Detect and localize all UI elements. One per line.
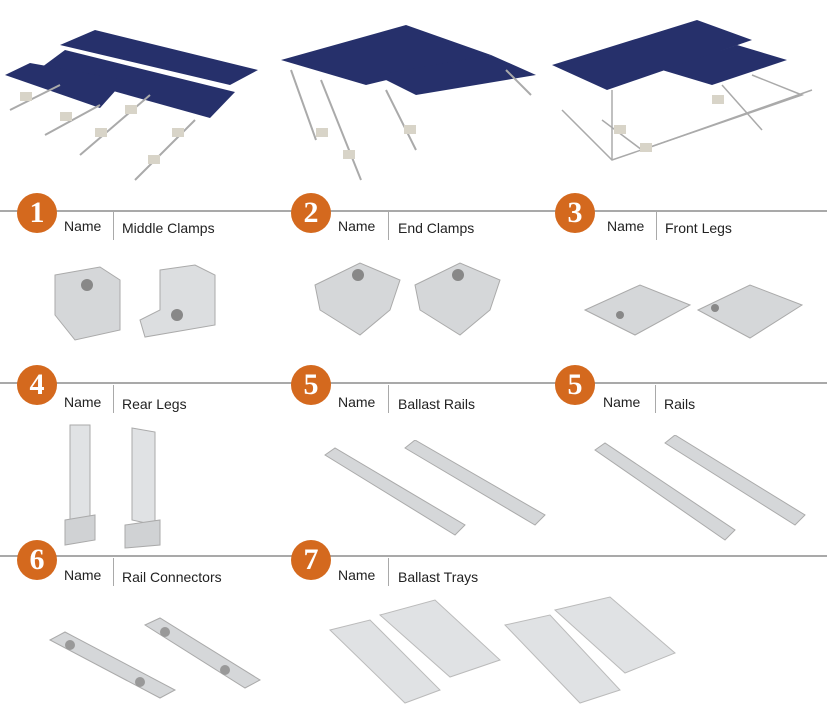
name-label: Name: [603, 394, 641, 410]
section-divider: [0, 210, 827, 212]
part-name: Ballast Rails: [398, 396, 476, 412]
solar-array-image-3: [552, 20, 813, 161]
part-number-badge: 6: [17, 540, 57, 580]
label-divider: [113, 385, 114, 413]
end-clamp-image: [314, 262, 501, 336]
part-name: End Clamps: [398, 220, 475, 236]
part-number-badge: 2: [291, 193, 331, 233]
label-divider: [113, 558, 114, 586]
rear-leg-image: [64, 424, 161, 549]
part-name: Rail Connectors: [122, 569, 222, 585]
ballast-tray-image: [329, 596, 676, 704]
label-divider: [113, 212, 114, 240]
part-number-badge: 5: [291, 365, 331, 405]
middle-clamp-image: [54, 264, 216, 341]
label-divider: [655, 385, 656, 413]
name-label: Name: [338, 218, 376, 234]
name-label: Name: [607, 218, 645, 234]
part-name: Middle Clamps: [122, 220, 215, 236]
name-label: Name: [338, 394, 376, 410]
front-leg-image: [583, 284, 804, 339]
label-divider: [656, 212, 657, 240]
part-number-badge: 7: [291, 540, 331, 580]
part-name: Rails: [664, 396, 696, 412]
name-label: Name: [64, 218, 102, 234]
part-number-badge: 5: [555, 365, 595, 405]
name-label: Name: [64, 394, 102, 410]
part-number-badge: 4: [17, 365, 57, 405]
part-number-badge: 1: [17, 193, 57, 233]
rail-image: [594, 435, 806, 541]
label-divider: [388, 212, 389, 240]
part-name: Ballast Trays: [398, 569, 479, 585]
solar-array-image-2: [281, 25, 536, 181]
label-divider: [388, 558, 389, 586]
name-label: Name: [64, 567, 102, 583]
name-label: Name: [338, 567, 376, 583]
section-divider: [0, 555, 827, 557]
part-name: Front Legs: [665, 220, 732, 236]
ballast-rail-image: [324, 440, 546, 536]
section-divider: [0, 382, 827, 384]
label-divider: [388, 385, 389, 413]
part-name: Rear Legs: [122, 396, 187, 412]
part-number-badge: 3: [555, 193, 595, 233]
solar-array-image-1: [5, 30, 258, 181]
rail-connector-image: [48, 617, 262, 699]
